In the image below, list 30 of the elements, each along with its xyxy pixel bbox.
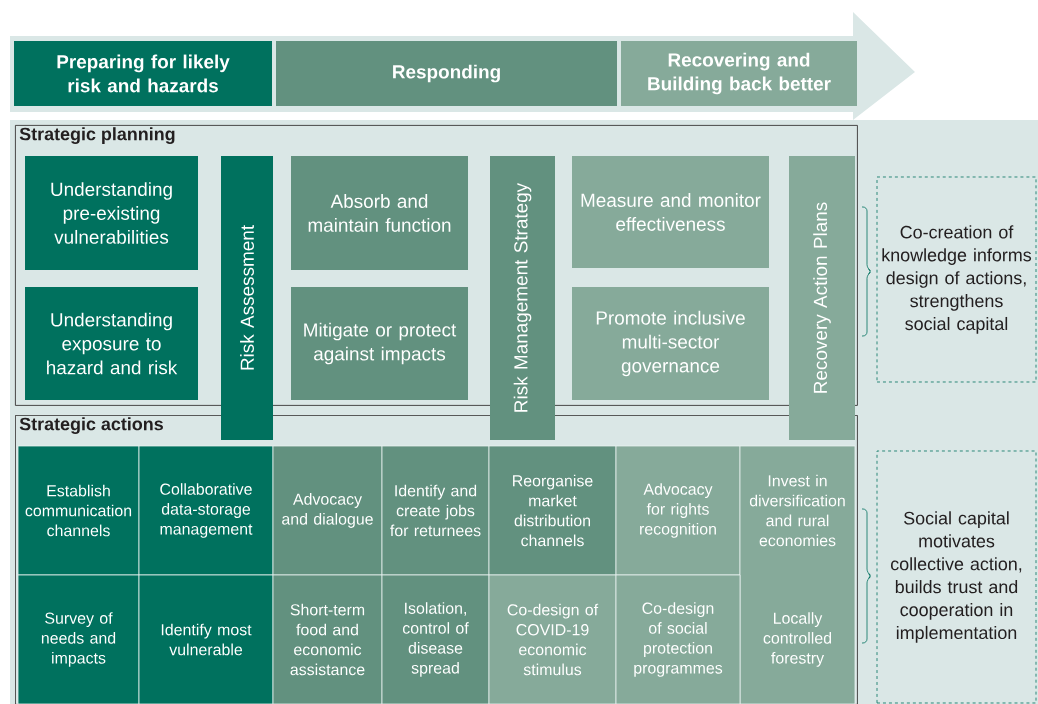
action-cell: Survey of needs and impacts	[17, 574, 140, 704]
step-box: Promote inclusive multi-sector governance	[572, 287, 769, 400]
node-label: Short-term food and economic assistance	[290, 603, 365, 676]
phase-box: Responding	[276, 41, 617, 106]
action-cell: Advocacy and dialogue	[272, 445, 383, 576]
action-cell: Establish communication channels	[17, 445, 140, 576]
action-cell: Collaborative data-storage management	[138, 445, 274, 576]
action-cell: Identify most vulnerable	[138, 574, 274, 704]
action-cell: Invest in diversification and rural economies Locally controlled forestry	[739, 445, 856, 704]
action-cell: Co-design of social protection programmes	[615, 574, 741, 704]
step-box: Absorb and maintain function	[291, 156, 468, 270]
action-cell: Short-term food and economic assistance	[272, 574, 383, 704]
vertical-bar: Recovery Action Plans	[789, 156, 855, 440]
vertical-bar: Risk Assessment	[221, 156, 273, 440]
phase-box: Preparing for likely risk and hazards	[14, 41, 272, 106]
action-cell: Advocacy for rights recognition	[615, 445, 741, 576]
action-cell: Co-design of COVID-19 economic stimulus	[488, 574, 617, 704]
step-box: Understanding exposure to hazard and risk	[25, 287, 198, 400]
step-box: Measure and monitor effectiveness	[572, 156, 769, 268]
action-cell: Isolation, control of disease spread	[381, 574, 490, 704]
note-box: Social capital motivates collective action, builds trust and cooperation in implementation	[876, 450, 1037, 704]
node-label: Survey of needs and impacts	[41, 612, 116, 667]
note-box: Co-creation of knowledge informs design of actions, strengthens social capital	[876, 176, 1037, 383]
vertical-bar: Risk Management Strategy	[490, 156, 555, 440]
node-label: Co-design of COVID-19 economic stimulus	[507, 603, 599, 676]
step-box: Mitigate or protect against impacts	[291, 287, 468, 400]
phase-box: Recovering and Building back better	[621, 41, 857, 106]
action-cell: Identify and create jobs for returnees	[381, 445, 490, 576]
step-box: Understanding pre-existing vulnerabilities	[25, 156, 198, 270]
action-cell: Reorganise market distribution channels	[488, 445, 617, 576]
